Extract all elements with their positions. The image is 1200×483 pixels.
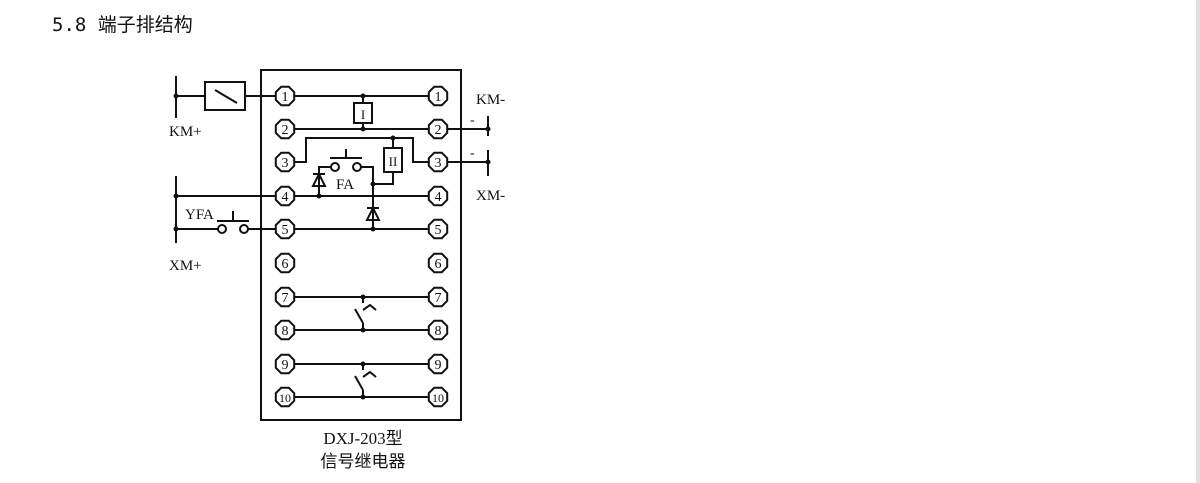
- terminal-right-7: [427, 286, 449, 308]
- terminal-number: 1: [282, 90, 289, 105]
- label-yfa: YFA: [185, 207, 214, 223]
- relay-housing: [260, 69, 462, 421]
- terminal-number: 10: [432, 391, 444, 405]
- terminal-right-10: [427, 386, 449, 408]
- terminal-right-8: [427, 319, 449, 341]
- terminal-number: 8: [282, 324, 289, 339]
- fa-contact: [330, 162, 340, 172]
- terminal-number: 5: [282, 223, 289, 238]
- contact-9-10: [354, 364, 377, 397]
- label-minus: -: [470, 146, 475, 161]
- terminal-number: 7: [435, 291, 442, 306]
- label-minus: -: [470, 113, 475, 128]
- terminal-number: 3: [435, 156, 442, 171]
- diode-icon: [365, 205, 381, 221]
- terminal-number: 8: [435, 324, 442, 339]
- terminal-number: 4: [282, 190, 289, 205]
- terminal-left-2: [274, 118, 296, 140]
- caption-model: DXJ-203型: [323, 429, 402, 448]
- contact-7-8: [354, 297, 377, 330]
- label-xm-plus: XM+: [169, 258, 202, 274]
- terminal-right-6: [427, 252, 449, 274]
- label-coil-2: II: [389, 154, 398, 169]
- terminal-right-5: [427, 218, 449, 240]
- terminal-number: 4: [435, 190, 442, 205]
- terminal-right-2: [427, 118, 449, 140]
- terminal-number: 2: [282, 123, 289, 138]
- terminal-number: 3: [282, 156, 289, 171]
- terminal-number: 6: [282, 257, 289, 272]
- terminal-number: 9: [435, 358, 442, 373]
- terminal-left-1: [274, 85, 296, 107]
- terminal-number: 6: [435, 257, 442, 272]
- section-heading: 5.8 端子排结构: [52, 14, 193, 36]
- terminal-right-4: [427, 185, 449, 207]
- terminal-left-10: [274, 386, 296, 408]
- caption-name: 信号继电器: [321, 452, 406, 471]
- label-coil-1: I: [361, 107, 365, 122]
- terminal-left-9: [274, 353, 296, 375]
- terminal-left-7: [274, 286, 296, 308]
- terminal-number: 10: [279, 391, 291, 405]
- terminal-left-3: [274, 151, 296, 173]
- terminal-right-1: [427, 85, 449, 107]
- label-km-plus: KM+: [169, 124, 202, 140]
- terminal-number: 1: [435, 90, 442, 105]
- label-xm-minus: XM-: [476, 188, 505, 204]
- terminal-number: 2: [435, 123, 442, 138]
- terminal-right-3: [427, 151, 449, 173]
- terminal-left-4: [274, 185, 296, 207]
- terminal-number: 7: [282, 291, 289, 306]
- terminal-number: 9: [282, 358, 289, 373]
- terminal-number: 5: [435, 223, 442, 238]
- label-km-minus: KM-: [476, 92, 505, 108]
- terminal-left-5: [274, 218, 296, 240]
- yfa-contact: [217, 224, 227, 234]
- terminal-right-9: [427, 353, 449, 375]
- label-fa: FA: [336, 177, 354, 193]
- terminal-left-6: [274, 252, 296, 274]
- terminal-left-8: [274, 319, 296, 341]
- scrollbar[interactable]: [1196, 0, 1200, 483]
- diode-icon: [311, 171, 327, 187]
